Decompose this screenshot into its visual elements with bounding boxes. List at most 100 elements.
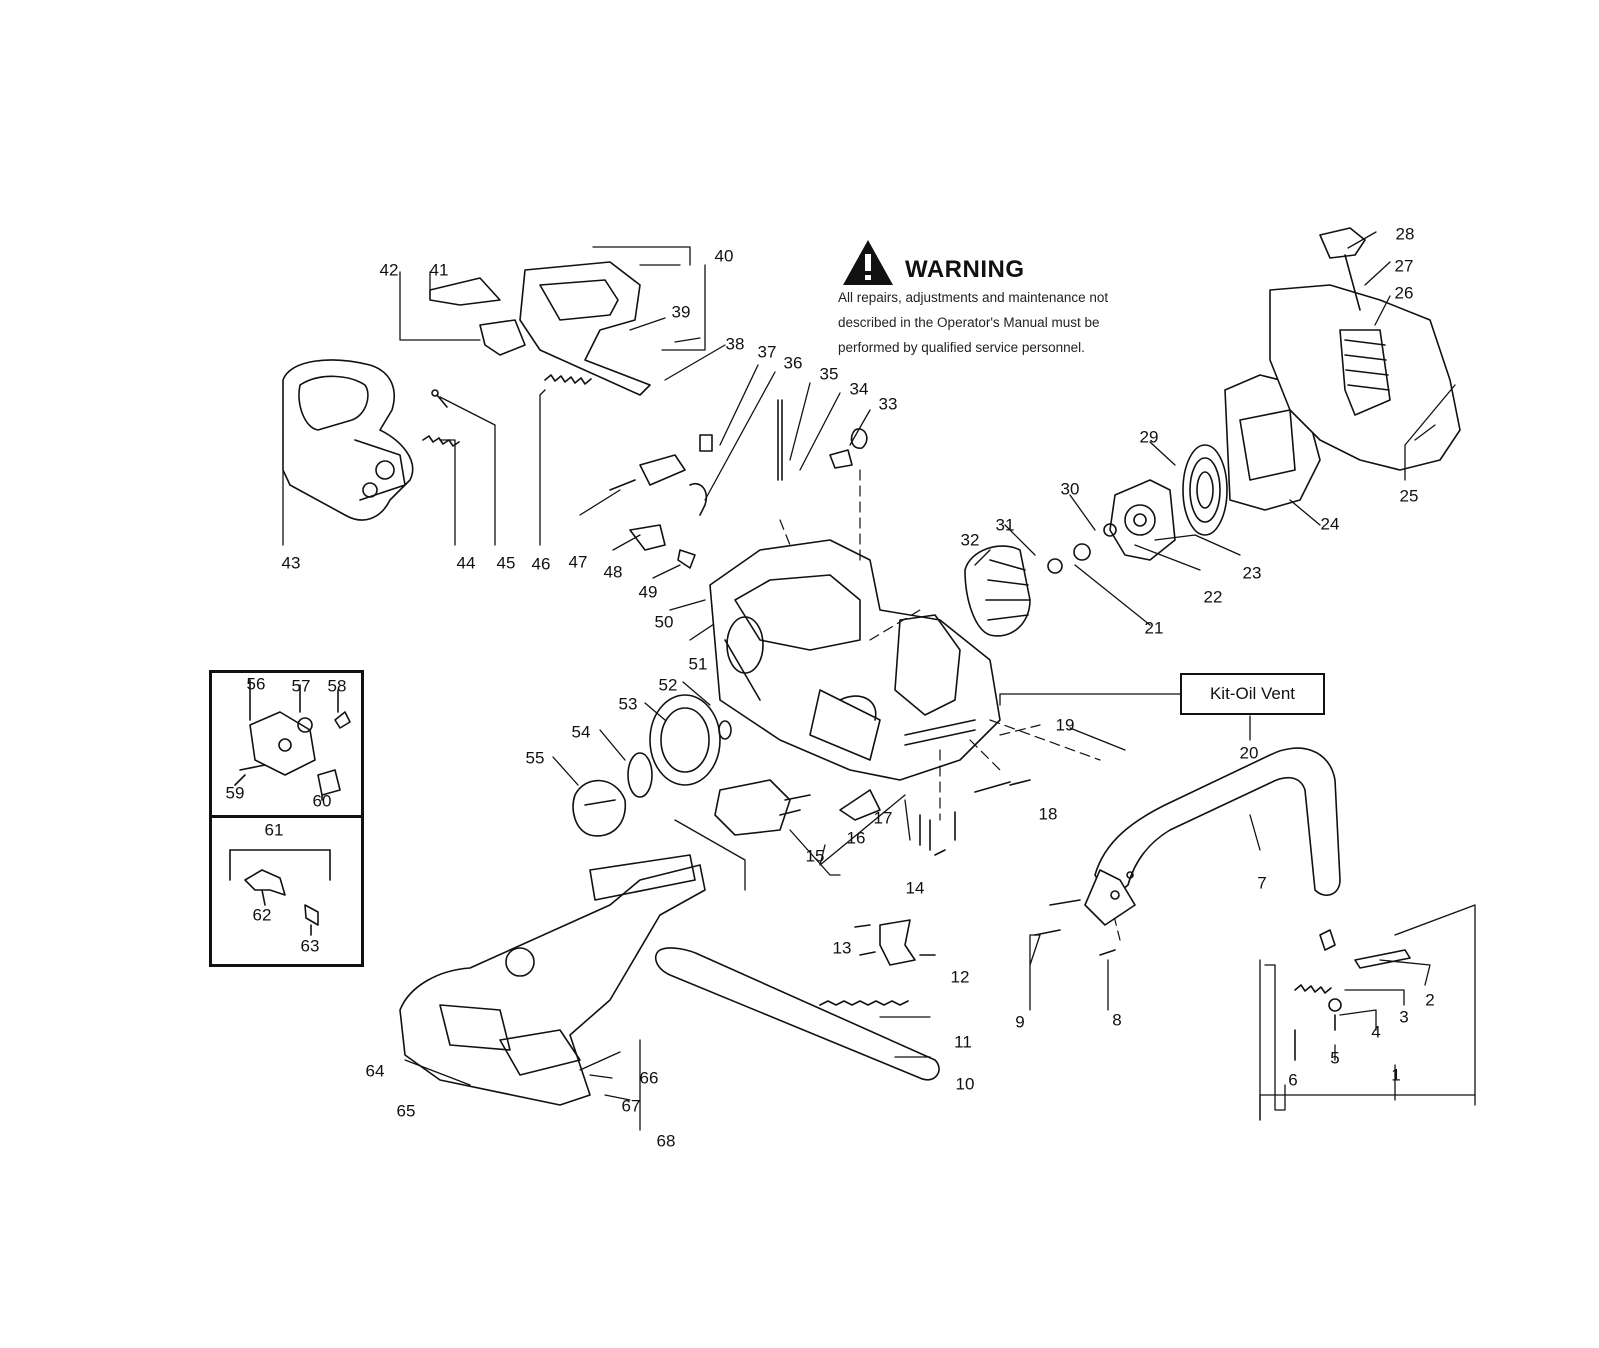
callout-40: 40 xyxy=(714,246,734,266)
rear-handle-part xyxy=(282,359,414,521)
warning-title: WARNING xyxy=(905,256,1025,283)
callout-49: 49 xyxy=(638,582,658,602)
callout-26: 26 xyxy=(1394,283,1414,303)
callout-48: 48 xyxy=(603,562,623,582)
small-hardware-left xyxy=(422,374,592,447)
center-hardware xyxy=(609,399,868,569)
callout-54: 54 xyxy=(571,722,591,742)
callout-32: 32 xyxy=(960,530,980,550)
oil-pump-inset-drawing xyxy=(234,679,351,801)
callout-27: 27 xyxy=(1394,256,1414,276)
callout-13: 13 xyxy=(832,938,852,958)
callout-15: 15 xyxy=(805,846,825,866)
right-leaders xyxy=(974,231,1456,751)
callout-67: 67 xyxy=(621,1096,641,1116)
leader-lines xyxy=(282,246,871,641)
callout-34: 34 xyxy=(849,379,869,399)
callout-53: 53 xyxy=(618,694,638,714)
front-handle-part xyxy=(1034,747,1341,956)
callout-62: 62 xyxy=(252,905,272,925)
bottom-leaders xyxy=(404,794,931,1131)
warning-line: described in the Operator's Manual must … xyxy=(838,315,1100,330)
callout-60: 60 xyxy=(312,791,332,811)
callout-20: 20 xyxy=(1239,743,1259,763)
guide-bar-part xyxy=(654,947,940,1081)
callout-16: 16 xyxy=(846,828,866,848)
starter-pulley-part xyxy=(1103,479,1176,561)
warning-text: All repairs, adjustments and maintenance… xyxy=(838,285,1168,360)
callout-44: 44 xyxy=(456,553,476,573)
callout-6: 6 xyxy=(1288,1070,1298,1090)
chain-brake-band-part xyxy=(854,919,936,966)
callout-51: 51 xyxy=(688,654,708,674)
kit-oil-vent-label: Kit-Oil Vent xyxy=(1180,673,1325,715)
starter-housing-part xyxy=(1269,227,1461,471)
callout-30: 30 xyxy=(1060,479,1080,499)
callout-59: 59 xyxy=(225,783,245,803)
callout-11: 11 xyxy=(954,1032,972,1052)
callout-57: 57 xyxy=(291,676,311,696)
callout-56: 56 xyxy=(246,674,266,694)
callout-23: 23 xyxy=(1242,563,1262,583)
callout-38: 38 xyxy=(725,334,745,354)
callout-66: 66 xyxy=(639,1068,659,1088)
clutch-leaders xyxy=(552,681,711,786)
callout-55: 55 xyxy=(525,748,545,768)
warning-line: All repairs, adjustments and maintenance… xyxy=(838,290,1109,305)
callout-2: 2 xyxy=(1425,990,1435,1010)
callout-7: 7 xyxy=(1257,873,1267,893)
warning-triangle-icon xyxy=(843,240,893,285)
engine-housing-part xyxy=(709,539,1001,781)
callout-36: 36 xyxy=(783,353,803,373)
callout-19: 19 xyxy=(1055,715,1075,735)
starter-spring-part xyxy=(1182,444,1228,536)
clutch-drum-part xyxy=(572,694,732,837)
callout-45: 45 xyxy=(496,553,516,573)
callout-63: 63 xyxy=(300,936,320,956)
callout-68: 68 xyxy=(656,1131,676,1151)
handle-leaders xyxy=(1029,814,1476,1121)
oil-line-inset xyxy=(209,815,364,967)
callout-4: 4 xyxy=(1371,1022,1381,1042)
callout-21: 21 xyxy=(1144,618,1164,638)
callout-41: 41 xyxy=(429,260,449,280)
chain-brake-handle-part xyxy=(429,261,651,396)
warning-line: performed by qualified service personnel… xyxy=(838,340,1085,355)
callout-22: 22 xyxy=(1203,587,1223,607)
callout-64: 64 xyxy=(365,1061,385,1081)
callout-43: 43 xyxy=(281,553,301,573)
callout-31: 31 xyxy=(995,515,1015,535)
callout-37: 37 xyxy=(757,342,777,362)
callout-65: 65 xyxy=(396,1101,416,1121)
callout-35: 35 xyxy=(819,364,839,384)
callout-24: 24 xyxy=(1320,514,1340,534)
callout-61: 61 xyxy=(264,820,284,840)
callout-8: 8 xyxy=(1112,1010,1122,1030)
bar-plate-part xyxy=(714,779,881,836)
callout-18: 18 xyxy=(1038,804,1058,824)
callout-17: 17 xyxy=(873,808,893,828)
callout-46: 46 xyxy=(531,554,551,574)
callout-42: 42 xyxy=(379,260,399,280)
callout-25: 25 xyxy=(1399,486,1419,506)
callout-1: 1 xyxy=(1391,1065,1401,1085)
callout-12: 12 xyxy=(950,967,970,987)
callout-9: 9 xyxy=(1015,1012,1025,1032)
bar-screws xyxy=(784,779,1031,856)
callout-50: 50 xyxy=(654,612,674,632)
callout-14: 14 xyxy=(905,878,925,898)
callout-3: 3 xyxy=(1399,1007,1409,1027)
handle-hardware xyxy=(1294,929,1411,1061)
callout-39: 39 xyxy=(671,302,691,322)
callout-29: 29 xyxy=(1139,427,1159,447)
callout-52: 52 xyxy=(658,675,678,695)
callout-47: 47 xyxy=(568,552,588,572)
warning-heading: WARNING xyxy=(905,256,1025,284)
callout-58: 58 xyxy=(327,676,347,696)
callout-28: 28 xyxy=(1395,224,1415,244)
callout-10: 10 xyxy=(955,1074,975,1094)
callout-33: 33 xyxy=(878,394,898,414)
callout-5: 5 xyxy=(1330,1048,1340,1068)
